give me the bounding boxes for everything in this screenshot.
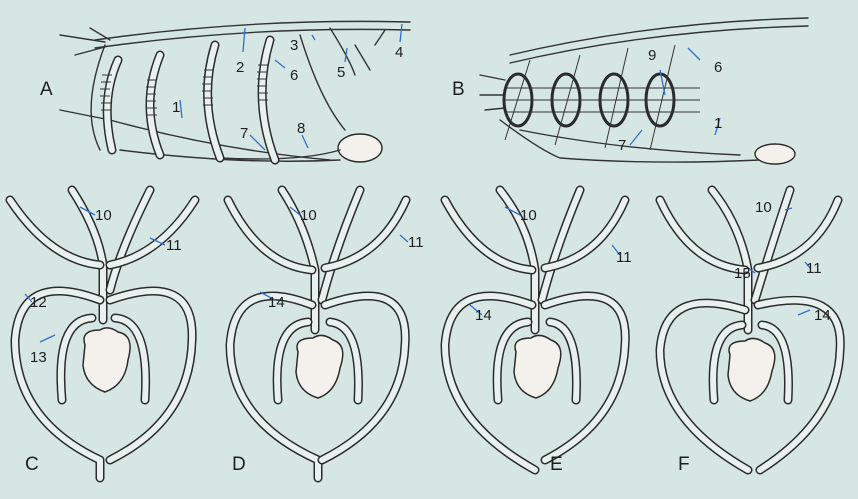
label-a-8: 8	[297, 120, 305, 137]
label-d-11: 11	[408, 234, 424, 251]
label-d-10: 10	[300, 207, 317, 224]
label-e-10: 10	[520, 207, 537, 224]
panel-d-drawing	[223, 185, 411, 483]
label-b-7: 7	[618, 137, 626, 154]
label-e-14: 14	[475, 307, 492, 324]
label-f-11: 11	[806, 260, 822, 277]
label-b-9: 9	[648, 47, 656, 64]
panel-e-drawing	[440, 185, 630, 475]
label-c-10: 10	[95, 207, 112, 224]
label-c-13: 13	[30, 349, 47, 366]
panel-label-e: E	[550, 454, 563, 475]
label-a-2: 2	[236, 59, 244, 76]
label-a-4: 4	[395, 44, 403, 61]
panel-c-drawing	[5, 185, 200, 483]
panel-b-cross-vessels	[504, 44, 700, 151]
label-a-3: 3	[290, 37, 298, 54]
panel-label-a: A	[40, 79, 53, 100]
label-c-11: 11	[166, 237, 182, 254]
label-f-14: 14	[814, 307, 831, 324]
label-a-5: 5	[337, 64, 345, 81]
label-f-15: 15	[734, 265, 751, 282]
panel-label-d: D	[232, 454, 246, 475]
panel-a-gill-hatching	[100, 64, 268, 116]
label-f-10: 10	[755, 199, 772, 216]
label-c-12: 12	[30, 294, 47, 311]
panel-label-c: C	[25, 454, 39, 475]
label-a-6: 6	[290, 67, 298, 84]
label-d-14: 14	[268, 294, 285, 311]
label-e-11: 11	[616, 249, 632, 266]
panel-b-drawing	[479, 17, 809, 165]
panel-label-f: F	[678, 454, 690, 475]
label-b-6: 6	[714, 59, 722, 76]
label-a-7: 7	[240, 125, 248, 142]
panel-a-drawing	[59, 20, 411, 165]
leader-lines	[24, 23, 811, 343]
label-b-1: 1	[714, 115, 722, 132]
panel-a-gill-arches	[102, 35, 280, 165]
panel-f-drawing	[655, 185, 845, 475]
panel-label-b: B	[452, 79, 465, 100]
label-a-1: 1	[172, 99, 180, 116]
